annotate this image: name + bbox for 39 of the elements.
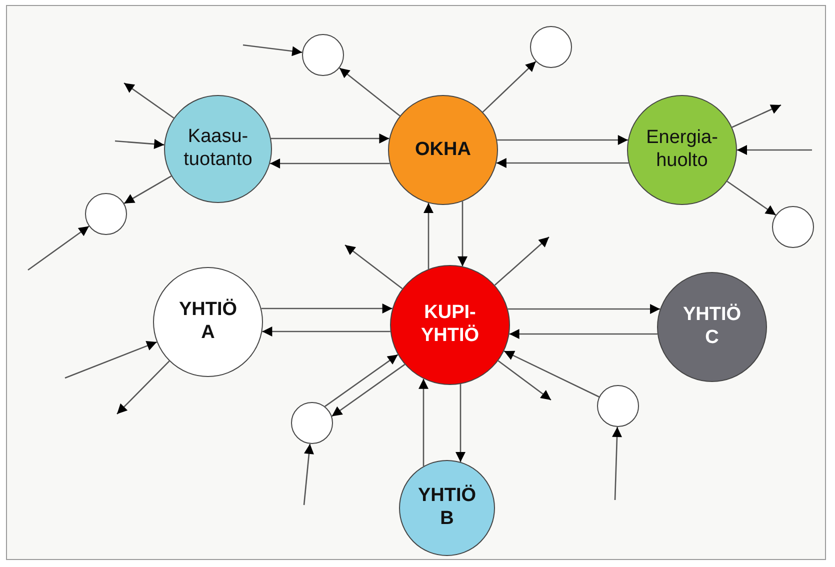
node-label: KUPI- YHTIÖ [420, 302, 480, 348]
arrow [339, 68, 400, 116]
node-label: YHTIÖ C [682, 304, 742, 350]
arrow [124, 176, 172, 204]
arrow [418, 378, 428, 466]
arrow [124, 82, 174, 118]
arrow [482, 61, 536, 113]
arrow [270, 158, 390, 168]
node-label: Kaasu- tuotanto [182, 126, 254, 172]
arrow [332, 364, 406, 417]
arrow [456, 384, 466, 462]
node-label: YHTIÖ B [418, 485, 476, 531]
arrow [270, 134, 390, 144]
arrow [508, 304, 660, 314]
arrow [737, 145, 812, 155]
arrow [303, 444, 314, 506]
arrow [726, 180, 776, 216]
node-label: Energia- huolto [645, 127, 719, 173]
arrow [344, 244, 403, 290]
arrow [242, 44, 302, 56]
arrow [324, 354, 398, 407]
arrow [116, 360, 170, 414]
arrow [458, 201, 468, 266]
arrow [114, 139, 164, 150]
arrow [424, 203, 434, 269]
arrow [498, 360, 552, 401]
node-label: YHTIÖ A [178, 299, 238, 345]
arrow [612, 426, 622, 500]
arrow [497, 135, 628, 145]
arrow [28, 226, 90, 271]
arrow [64, 341, 158, 379]
arrow [261, 304, 392, 314]
arrow [509, 329, 658, 339]
arrow [504, 350, 600, 398]
arrow [496, 158, 629, 168]
arrow [732, 104, 782, 128]
node-label: OKHA [414, 138, 472, 162]
arrow [262, 326, 390, 336]
arrow [494, 236, 550, 286]
